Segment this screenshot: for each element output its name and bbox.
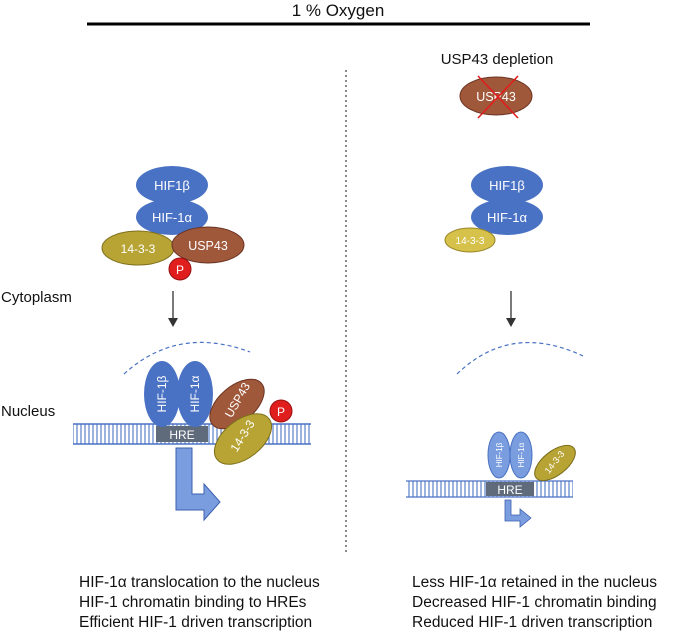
- nuclear-phospho-circle: [269, 399, 293, 423]
- nuclear-p1433-oval: [213, 413, 273, 465]
- right-translocation-arrow: [506, 291, 516, 327]
- right-nuclear-hif1b-label: HIF-1β: [495, 442, 504, 467]
- left-cytoplasm-complex: HIF1β HIF-1α 14-3-3 USP43 P: [101, 166, 245, 281]
- left-nuclear-complex: HIF-1β HIF-1α USP43 14-3-3 P: [144, 361, 293, 465]
- hif1a-label: HIF-1α: [152, 210, 193, 225]
- cytoplasm-label: Cytoplasm: [1, 289, 72, 306]
- usp43-depletion-label: USP43 depletion: [441, 51, 554, 68]
- right-hre-box: [486, 482, 534, 496]
- right-nuclear-hif1a-label: HIF-1α: [517, 442, 526, 467]
- right-p1433-oval: [444, 227, 496, 253]
- left-hre-box: [156, 426, 208, 442]
- nuclear-phospho-label: P: [277, 405, 285, 419]
- left-hre-label: HRE: [169, 428, 194, 442]
- right-nuclear-complex: HIF-1β HIF-1α 14-3-3: [487, 431, 576, 482]
- phospho-circle: [168, 257, 192, 281]
- usp43-label: USP43: [188, 239, 228, 253]
- left-caption-3: Efficient HIF-1 driven transcription: [79, 614, 312, 631]
- right-nuclear-p1433-oval: [534, 444, 576, 482]
- left-transcription-arrow: [175, 447, 221, 522]
- left-caption-2: HIF-1 chromatin binding to HREs: [79, 594, 307, 611]
- right-hif1b-label: HIF1β: [489, 178, 525, 193]
- depletion-cross-2: [477, 75, 519, 119]
- left-nuclear-envelope: [123, 341, 251, 375]
- right-transcription-arrow: [504, 499, 532, 528]
- hif1b-oval: [136, 166, 208, 204]
- depleted-usp43: USP43: [459, 75, 533, 119]
- right-nuclear-hif1a-oval: [509, 431, 533, 479]
- depleted-usp43-label: USP43: [476, 90, 516, 104]
- right-caption-1: Less HIF-1α retained in the nucleus: [412, 574, 657, 591]
- phospho-label: P: [176, 263, 184, 277]
- right-nuclear-envelope: [456, 341, 584, 375]
- right-caption-3: Reduced HIF-1 driven transcription: [412, 614, 652, 631]
- right-hif1a-label: HIF-1α: [487, 210, 528, 225]
- nuclear-hif1a-oval: [177, 361, 213, 427]
- right-hif1b-oval: [471, 166, 543, 204]
- usp43-oval: [171, 226, 245, 264]
- hif1a-oval: [136, 199, 208, 235]
- right-p1433-label: 14-3-3: [456, 236, 485, 247]
- nucleus-label: Nucleus: [1, 403, 55, 420]
- right-cytoplasm-complex: HIF1β HIF-1α 14-3-3: [444, 166, 543, 253]
- hif1b-label: HIF1β: [154, 178, 190, 193]
- nuclear-hif1b-label: HIF-1β: [155, 375, 169, 412]
- nuclear-hif1b-oval: [144, 361, 180, 427]
- right-caption-2: Decreased HIF-1 chromatin binding: [412, 594, 657, 611]
- diagram-title: 1 % Oxygen: [292, 1, 385, 20]
- right-captions: Less HIF-1α retained in the nucleus Decr…: [412, 574, 657, 631]
- right-hre-label: HRE: [497, 483, 522, 497]
- nuclear-hif1a-label: HIF-1α: [188, 375, 202, 412]
- left-translocation-arrow: [168, 291, 178, 327]
- p1433-label: 14-3-3: [121, 242, 156, 256]
- right-hif1a-oval: [471, 199, 543, 235]
- left-caption-1: HIF-1α translocation to the nucleus: [79, 574, 320, 591]
- left-captions: HIF-1α translocation to the nucleus HIF-…: [79, 574, 320, 631]
